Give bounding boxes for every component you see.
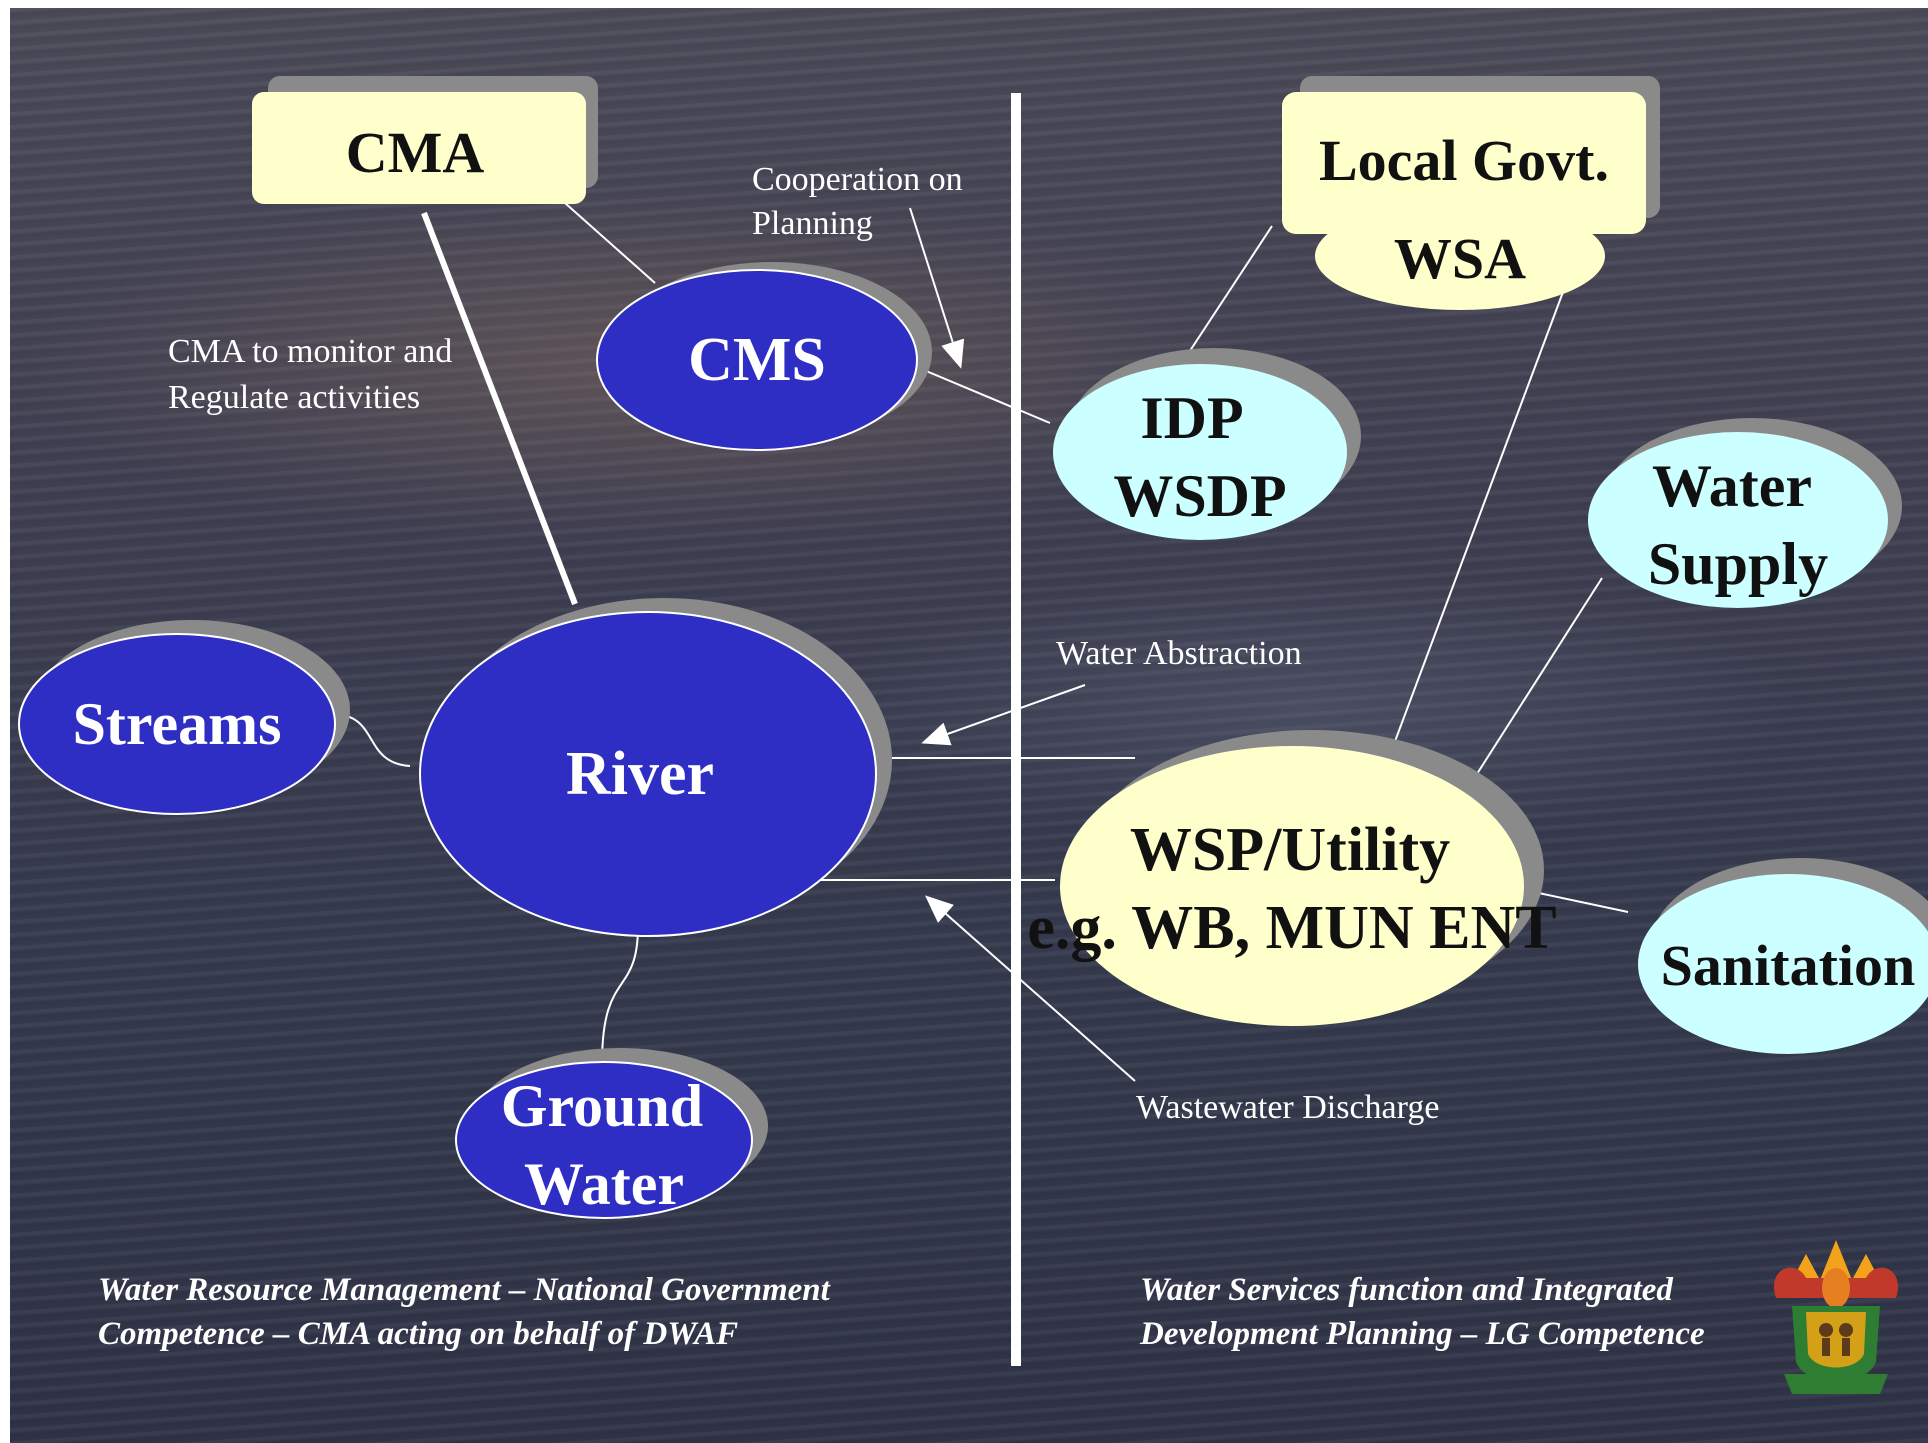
wsa-node: WSA: [1315, 202, 1605, 310]
ground-water-node: Ground Water: [455, 1048, 768, 1219]
water-management-diagram: CMA Local Govt. WSA CMS IDP WSDP Water S…: [18, 76, 1928, 1394]
ground-water-label-2: Water: [524, 1151, 684, 1217]
river-label: River: [566, 740, 714, 808]
connector-river-groundwater: [601, 925, 639, 1065]
connector-cma-river: [421, 211, 578, 606]
wsa-label: WSA: [1394, 226, 1526, 291]
ground-water-label-1: Ground: [501, 1073, 703, 1139]
idp-label: IDP: [1140, 385, 1243, 451]
connector-cma-cms: [564, 202, 656, 284]
cooperation-label-2: Planning: [752, 205, 873, 242]
cma-box: CMA: [252, 76, 598, 204]
footer-left-line-2: Competence – CMA acting on behalf of DWA…: [98, 1316, 738, 1352]
water-supply-node: Water Supply: [1588, 418, 1902, 608]
cms-node: CMS: [596, 262, 932, 451]
sanitation-node: Sanitation: [1638, 858, 1928, 1054]
streams-label: Streams: [73, 691, 282, 757]
wsp-label-2: e.g. WB, MUN ENT: [1027, 894, 1556, 962]
cma-monitor-label-1: CMA to monitor and: [168, 333, 452, 370]
footer-right-line-1: Water Services function and Integrated: [1140, 1272, 1673, 1308]
connector-supply-wsp: [1467, 577, 1603, 789]
connector-wsa-idp: [1181, 225, 1273, 364]
water-supply-label-1: Water: [1652, 453, 1812, 519]
river-node: River: [419, 598, 892, 937]
sanitation-label: Sanitation: [1661, 933, 1916, 998]
wastewater-discharge-label: Wastewater Discharge: [1136, 1089, 1439, 1126]
arrow-wastewater-discharge: [925, 895, 1136, 1082]
streams-node: Streams: [18, 620, 350, 815]
arrow-water-abstraction: [921, 684, 1086, 746]
wsp-label-1: WSP/Utility: [1130, 816, 1450, 884]
idp-wsdp-node: IDP WSDP: [1053, 348, 1361, 540]
cma-monitor-label-2: Regulate activities: [168, 379, 420, 416]
cma-label: CMA: [346, 120, 485, 185]
water-supply-label-2: Supply: [1648, 531, 1828, 597]
connector-wsa-wsp: [1387, 283, 1567, 761]
cms-label: CMS: [688, 326, 826, 394]
footer-right-line-2: Development Planning – LG Competence: [1139, 1316, 1705, 1352]
slide-background: CMA Local Govt. WSA CMS IDP WSDP Water S…: [10, 8, 1928, 1443]
coat-of-arms-icon: [1773, 1240, 1899, 1394]
wsp-utility-node: WSP/Utility e.g. WB, MUN ENT: [1027, 730, 1557, 1026]
wsdp-label: WSDP: [1113, 463, 1286, 529]
local-govt-box: Local Govt.: [1282, 76, 1660, 234]
water-abstraction-label: Water Abstraction: [1056, 635, 1302, 672]
arrow-cooperation: [909, 207, 965, 369]
local-govt-label: Local Govt.: [1319, 128, 1609, 193]
cooperation-label-1: Cooperation on: [752, 161, 963, 198]
footer-left-line-1: Water Resource Management – National Gov…: [98, 1272, 831, 1308]
